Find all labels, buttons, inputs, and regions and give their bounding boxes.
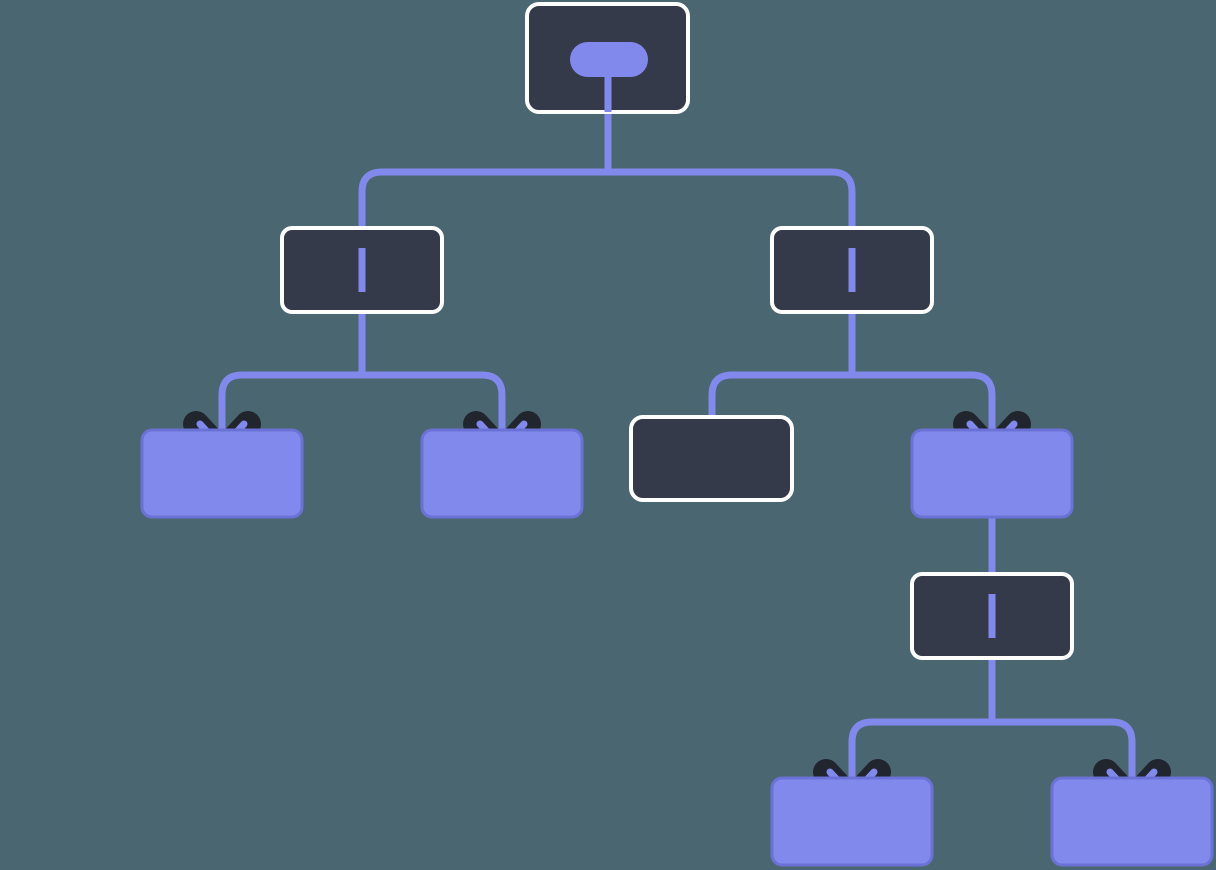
edge-left-b <box>362 371 506 452</box>
node-leaf-b[interactable] <box>420 428 584 519</box>
edge-root-left <box>358 168 608 228</box>
node-plain[interactable] <box>629 415 794 502</box>
node-leaf-a[interactable] <box>140 428 304 519</box>
node-leaf-d[interactable] <box>770 776 934 867</box>
dark-node-layer <box>280 2 1074 660</box>
edge-deep-e <box>992 718 1136 800</box>
edge-deep-d <box>848 718 992 800</box>
pill-glyph-icon <box>570 42 648 77</box>
pill-stem-icon <box>604 60 612 112</box>
edge-right-c <box>852 371 996 452</box>
vertical-bar-icon-branch-deep <box>988 594 996 638</box>
edge-right-plain <box>708 371 852 417</box>
edge-left-a <box>218 371 362 452</box>
node-leaf-e[interactable] <box>1050 776 1214 867</box>
vertical-bar-icon-branch-left <box>358 248 366 292</box>
vertical-bar-icon-branch-right <box>848 248 856 292</box>
node-leaf-c[interactable] <box>910 428 1074 519</box>
node-glyph-layer <box>358 42 996 638</box>
purple-node-layer <box>140 428 1214 867</box>
edge-root-right <box>608 168 856 228</box>
